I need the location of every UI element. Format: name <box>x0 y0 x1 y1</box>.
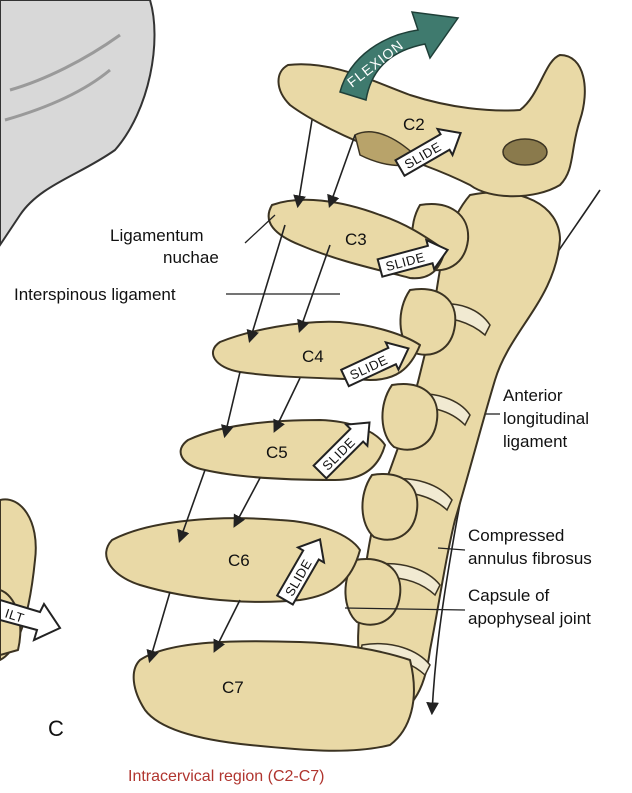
ligament-arrow <box>250 225 285 340</box>
label-anterior-line2: longitudinal <box>503 409 589 428</box>
label-capsule-line2: apophyseal joint <box>468 609 591 628</box>
label-capsule-line1: Capsule of <box>468 586 550 605</box>
leader-ligamentum-nuchae <box>245 215 275 243</box>
skull-shape <box>0 0 155 245</box>
vertebra-label-c4: C4 <box>302 347 324 366</box>
flexion-arrow: FLEXION <box>340 12 458 100</box>
ligament-arrow <box>300 245 330 330</box>
vertebra-label-c7: C7 <box>222 678 244 697</box>
vertebra-label-c6: C6 <box>228 551 250 570</box>
vertebra-label-c3: C3 <box>345 230 367 249</box>
label-anterior-line3: ligament <box>503 432 568 451</box>
vertebra-c7 <box>134 641 414 751</box>
articular-pillar <box>362 474 417 540</box>
label-ligamentum-nuchae-line1: Ligamentum <box>110 226 204 245</box>
c2-foramen <box>503 139 547 165</box>
label-compressed-line1: Compressed <box>468 526 564 545</box>
label-compressed-line2: annulus fibrosus <box>468 549 592 568</box>
vertebra-label-c2: C2 <box>403 115 425 134</box>
vertebra-c2 <box>278 55 584 196</box>
ligament-arrow <box>298 120 312 205</box>
articular-pillar <box>382 384 437 450</box>
panel-letter: C <box>48 716 64 741</box>
ligament-arrow <box>330 135 355 205</box>
vertebra-label-c5: C5 <box>266 443 288 462</box>
label-interspinous-ligament: Interspinous ligament <box>14 285 176 304</box>
figure-caption: Intracervical region (C2-C7) <box>128 768 325 785</box>
label-anterior-line1: Anterior <box>503 386 563 405</box>
label-ligamentum-nuchae-line2: nuchae <box>163 248 219 267</box>
